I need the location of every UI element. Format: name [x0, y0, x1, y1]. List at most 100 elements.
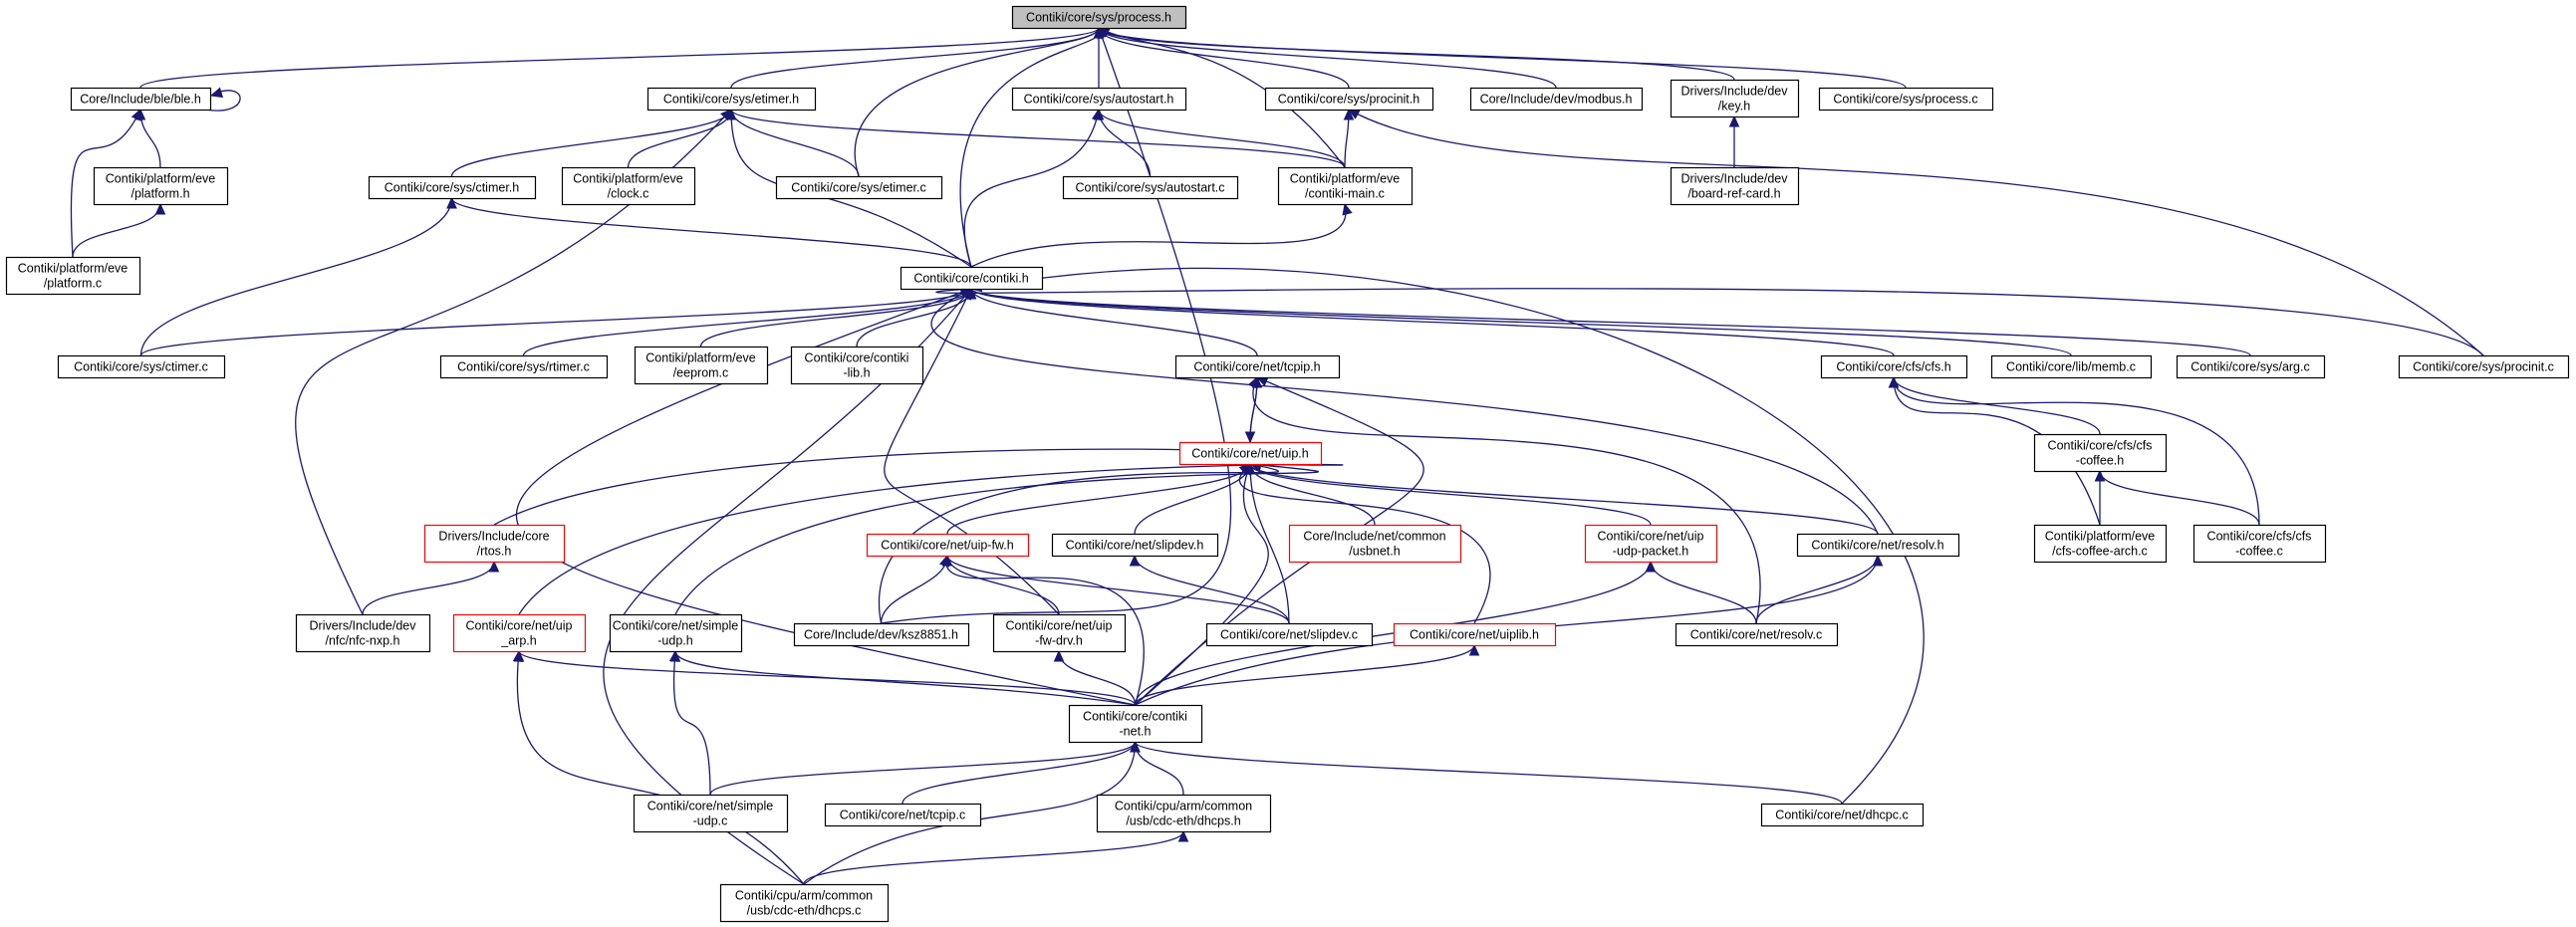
node-label-line: Core/Include/ble/ble.h — [80, 93, 201, 107]
edge-nfc_nxp-to-etimer_h — [295, 109, 732, 615]
node-label-line: /board-ref-card.h — [1687, 187, 1780, 201]
node-contiki-core-net-uip-udp-packet-h[interactable]: Contiki/core/net/uip-udp-packet.h — [1584, 524, 1718, 564]
edge-process_c-to-root — [1093, 26, 1907, 89]
edge-resolv_c-to-udp_packet — [1645, 560, 1757, 624]
edge-contiki_h-to-autostart_h — [963, 108, 1103, 268]
node-box — [1205, 622, 1374, 647]
node-label-line: Contiki/core/contiki — [805, 351, 909, 365]
node-contiki-platform-eve-platform-h[interactable]: Contiki/platform/eve/platform.h — [93, 166, 229, 206]
node-contiki-core-net-slipdev-c[interactable]: Contiki/core/net/slipdev.c — [1205, 622, 1374, 647]
node-contiki-core-sys-autostart-h[interactable]: Contiki/core/sys/autostart.h — [1011, 87, 1187, 112]
arrowhead — [1343, 108, 1355, 120]
node-contiki-core-net-slipdev-h[interactable]: Contiki/core/net/slipdev.h — [1051, 533, 1219, 558]
node-contiki-core-net-uip-fw-h[interactable]: Contiki/core/net/uip-fw.h — [866, 533, 1030, 558]
node-contiki-core-net-tcpip-c[interactable]: Contiki/core/net/tcpip.c — [824, 803, 982, 827]
node-contiki-platform-eve-clock-c[interactable]: Contiki/platform/eve/clock.c — [561, 166, 696, 206]
node-contiki-core-cfs-cfs-h[interactable]: Contiki/core/cfs/cfs.h — [1820, 354, 1968, 379]
node-contiki-cpu-arm-common-usb-cdc-eth-dhcps-h[interactable]: Contiki/cpu/arm/common/usb/cdc-eth/dhcps… — [1096, 794, 1272, 833]
node-contiki-core-sys-arg-c[interactable]: Contiki/core/sys/arg.c — [2176, 354, 2326, 379]
node-label-line: Contiki/cpu/arm/common — [1115, 800, 1252, 813]
node-core-include-dev-ksz8851-h[interactable]: Core/Include/dev/ksz8851.h — [793, 622, 970, 647]
node-label-line: Contiki/core/sys/arg.c — [2190, 360, 2309, 374]
edge-eve_platform_c-to-ble — [70, 108, 141, 258]
node-box — [646, 87, 817, 112]
node-box — [561, 166, 696, 206]
node-contiki-core-cfs-cfs-coffee-h[interactable]: Contiki/core/cfs/cfs-coffee.h — [2033, 433, 2168, 473]
node-contiki-core-lib-memb-c[interactable]: Contiki/core/lib/memb.c — [1990, 354, 2153, 379]
node-contiki-core-net-tcpip-h[interactable]: Contiki/core/net/tcpip.h — [1174, 354, 1341, 379]
node-label-line: -fw-drv.h — [1035, 634, 1083, 648]
arrowhead — [720, 109, 732, 121]
node-contiki-core-sys-process-c[interactable]: Contiki/core/sys/process.c — [1818, 87, 1994, 112]
node-label-line: Contiki/platform/eve — [2045, 530, 2156, 544]
edge-dhcpc-to-contiki_net — [1130, 740, 1843, 805]
edge-contiki_net-to-udp_packet — [1134, 560, 1657, 706]
arrowhead — [2094, 469, 2106, 482]
node-contiki-core-sys-etimer-h[interactable]: Contiki/core/sys/etimer.h — [646, 87, 817, 112]
node-label-line: -udp.c — [693, 814, 728, 828]
arrowhead — [446, 196, 457, 209]
node-contiki-platform-eve-cfs-coffee-arch-c[interactable]: Contiki/platform/eve/cfs-coffee-arch.c — [2033, 524, 2168, 564]
node-contiki-core-sys-procinit-c[interactable]: Contiki/core/sys/procinit.c — [2398, 354, 2570, 379]
node-label-line: Contiki/platform/eve — [18, 262, 129, 276]
node-contiki-core-sys-procinit-h[interactable]: Contiki/core/sys/procinit.h — [1264, 87, 1434, 112]
node-contiki-core-net-uiplib-h[interactable]: Contiki/core/net/uiplib.h — [1393, 622, 1557, 647]
node-label-line: Contiki/core/net/resolv.h — [1811, 539, 1943, 553]
node-contiki-core-net-simple-udp-h[interactable]: Contiki/core/net/simple-udp.h — [609, 613, 743, 653]
node-contiki-cpu-arm-common-usb-cdc-eth-dhcps-c[interactable]: Contiki/cpu/arm/common/usb/cdc-eth/dhcps… — [719, 883, 890, 923]
node-box — [1469, 87, 1644, 112]
node-contiki-core-cfs-cfs-coffee-c[interactable]: Contiki/core/cfs/cfs-coffee.c — [2192, 524, 2327, 564]
node-box — [452, 613, 587, 653]
node-box — [1990, 354, 2153, 379]
node-label-line: /key.h — [1718, 100, 1750, 114]
node-contiki-core-net-resolv-c[interactable]: Contiki/core/net/resolv.c — [1674, 622, 1839, 647]
node-drivers-include-dev-nfc-nfc-nxp-h[interactable]: Drivers/Include/dev/nfc/nfc-nxp.h — [295, 613, 431, 653]
node-drivers-include-core-rtos-h[interactable]: Drivers/Include/core/rtos.h — [423, 524, 566, 564]
node-box — [2192, 524, 2327, 564]
edge-memb-to-contiki_h — [965, 287, 2072, 356]
node-contiki-core-net-uip-h[interactable]: Contiki/core/net/uip.h — [1178, 441, 1323, 466]
node-label-line: Contiki/cpu/arm/common — [735, 889, 873, 903]
node-box — [1178, 441, 1323, 466]
node-box — [1820, 354, 1968, 379]
node-contiki-platform-eve-platform-c[interactable]: Contiki/platform/eve/platform.c — [5, 256, 141, 296]
node-contiki-core-sys-etimer-c[interactable]: Contiki/core/sys/etimer.c — [775, 175, 943, 200]
node-box — [1796, 533, 1960, 558]
arrowhead — [130, 108, 141, 121]
node-label-line: Contiki/core/cfs/cfs — [2207, 530, 2312, 544]
node-label-line: Contiki/core/sys/etimer.c — [791, 181, 925, 195]
node-contiki-platform-eve-eeprom-c[interactable]: Contiki/platform/eve/eeprom.c — [634, 346, 769, 385]
node-box — [2033, 524, 2168, 564]
node-label-line: Contiki/platform/eve — [1290, 172, 1401, 186]
node-contiki-platform-eve-contiki-main-c[interactable]: Contiki/platform/eve/contiki-main.c — [1277, 166, 1414, 206]
node-contiki-core-net-resolv-h[interactable]: Contiki/core/net/resolv.h — [1796, 533, 1960, 558]
edge-ksz8851-to-root — [881, 26, 1232, 624]
node-label-line: Contiki/core/sys/procinit.h — [1278, 93, 1419, 107]
node-label-line: Contiki/core/net/uip — [1597, 530, 1703, 544]
node-contiki-core-sys-ctimer-h[interactable]: Contiki/core/sys/ctimer.h — [368, 175, 537, 200]
node-contiki-core-sys-process-h[interactable]: Contiki/core/sys/process.h — [1011, 5, 1187, 30]
node-label-line: /usb/cdc-eth/dhcps.c — [747, 904, 862, 918]
edge-dhcps_c-to-uip_arp — [512, 649, 805, 885]
node-contiki-core-sys-ctimer-c[interactable]: Contiki/core/sys/ctimer.c — [57, 354, 226, 379]
node-box — [633, 794, 789, 833]
node-core-include-ble-ble-h[interactable]: Core/Include/ble/ble.h — [70, 87, 212, 112]
node-box — [423, 524, 566, 564]
node-contiki-core-net-dhcpc-c[interactable]: Contiki/core/net/dhcpc.c — [1760, 803, 1925, 827]
node-contiki-core-sys-rtimer-c[interactable]: Contiki/core/sys/rtimer.c — [439, 354, 609, 379]
node-core-include-net-common-usbnet-h[interactable]: Core/Include/net/common/usbnet.h — [1288, 524, 1462, 564]
node-contiki-core-contiki-net-h[interactable]: Contiki/core/contiki-net.h — [1068, 704, 1203, 744]
node-drivers-include-dev-key-h[interactable]: Drivers/Include/dev/key.h — [1670, 79, 1800, 118]
node-contiki-core-sys-autostart-c[interactable]: Contiki/core/sys/autostart.c — [1062, 175, 1239, 200]
node-core-include-dev-modbus-h[interactable]: Core/Include/dev/modbus.h — [1469, 87, 1644, 112]
node-label-line: Contiki/core/net/uip-fw.h — [881, 539, 1013, 553]
node-drivers-include-dev-board-ref-card-h[interactable]: Drivers/Include/dev/board-ref-card.h — [1670, 166, 1800, 206]
edge-contiki_net-to-uip_fw_drv — [1053, 649, 1137, 706]
node-contiki-core-net-uip-arp-h[interactable]: Contiki/core/net/uip_arp.h — [452, 613, 587, 653]
node-contiki-core-contiki-h[interactable]: Contiki/core/contiki.h — [900, 266, 1044, 291]
node-contiki-core-contiki-lib-h[interactable]: Contiki/core/contiki-lib.h — [790, 346, 924, 385]
node-label-line: Contiki/core/cfs/cfs — [2048, 439, 2153, 453]
node-contiki-core-net-simple-udp-c[interactable]: Contiki/core/net/simple-udp.c — [633, 794, 789, 833]
node-label-line: /usbnet.h — [1349, 545, 1400, 559]
node-contiki-core-net-uip-fw-drv-h[interactable]: Contiki/core/net/uip-fw-drv.h — [992, 613, 1127, 653]
